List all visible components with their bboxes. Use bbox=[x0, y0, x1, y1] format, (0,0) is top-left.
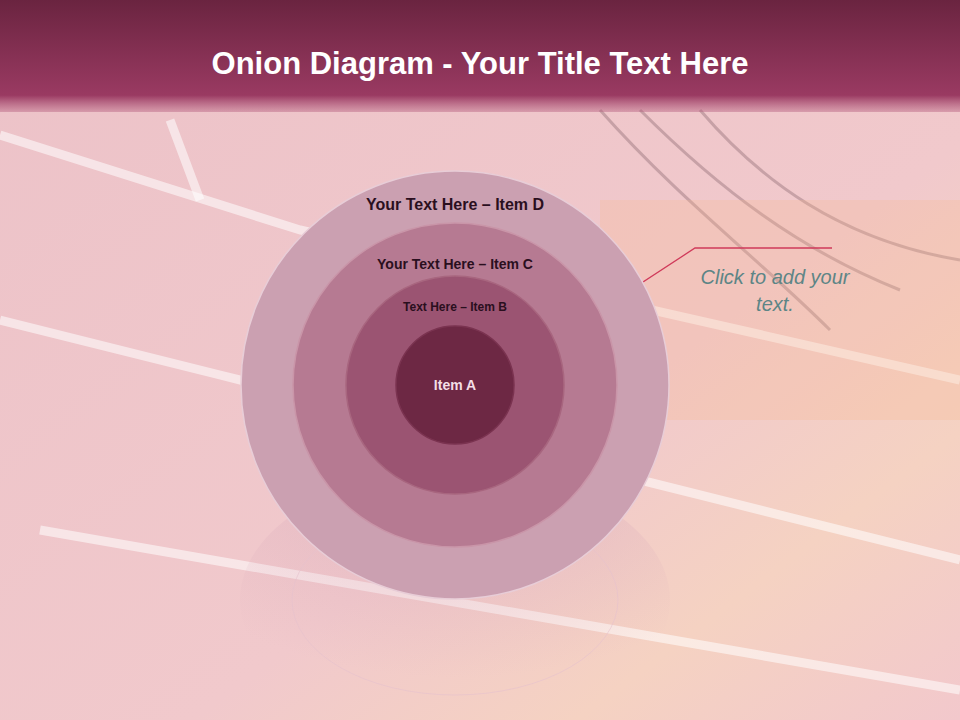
ring-circle bbox=[346, 276, 564, 494]
ring-circle bbox=[396, 326, 514, 444]
onion-ring: Your Text Here – Item C Text Here – Item … bbox=[292, 222, 618, 548]
ring-label: Your Text Here – Item D bbox=[240, 196, 670, 214]
onion-ring: Your Text Here – Item D Your Text Here – … bbox=[240, 170, 670, 600]
callout-text: Click to add your text. bbox=[690, 264, 860, 318]
slide-title: Onion Diagram - Your Title Text Here bbox=[0, 46, 960, 82]
ring-label: Text Here – Item B bbox=[345, 300, 565, 314]
ring-circle bbox=[241, 171, 669, 599]
ring-label: Your Text Here – Item C bbox=[292, 256, 618, 272]
ring-circle bbox=[293, 223, 617, 547]
onion-ring: Item A bbox=[395, 325, 515, 445]
onion-ring: Text Here – Item B Item A bbox=[345, 275, 565, 495]
ring-label: Item A bbox=[395, 377, 515, 393]
header-bar bbox=[0, 0, 960, 112]
